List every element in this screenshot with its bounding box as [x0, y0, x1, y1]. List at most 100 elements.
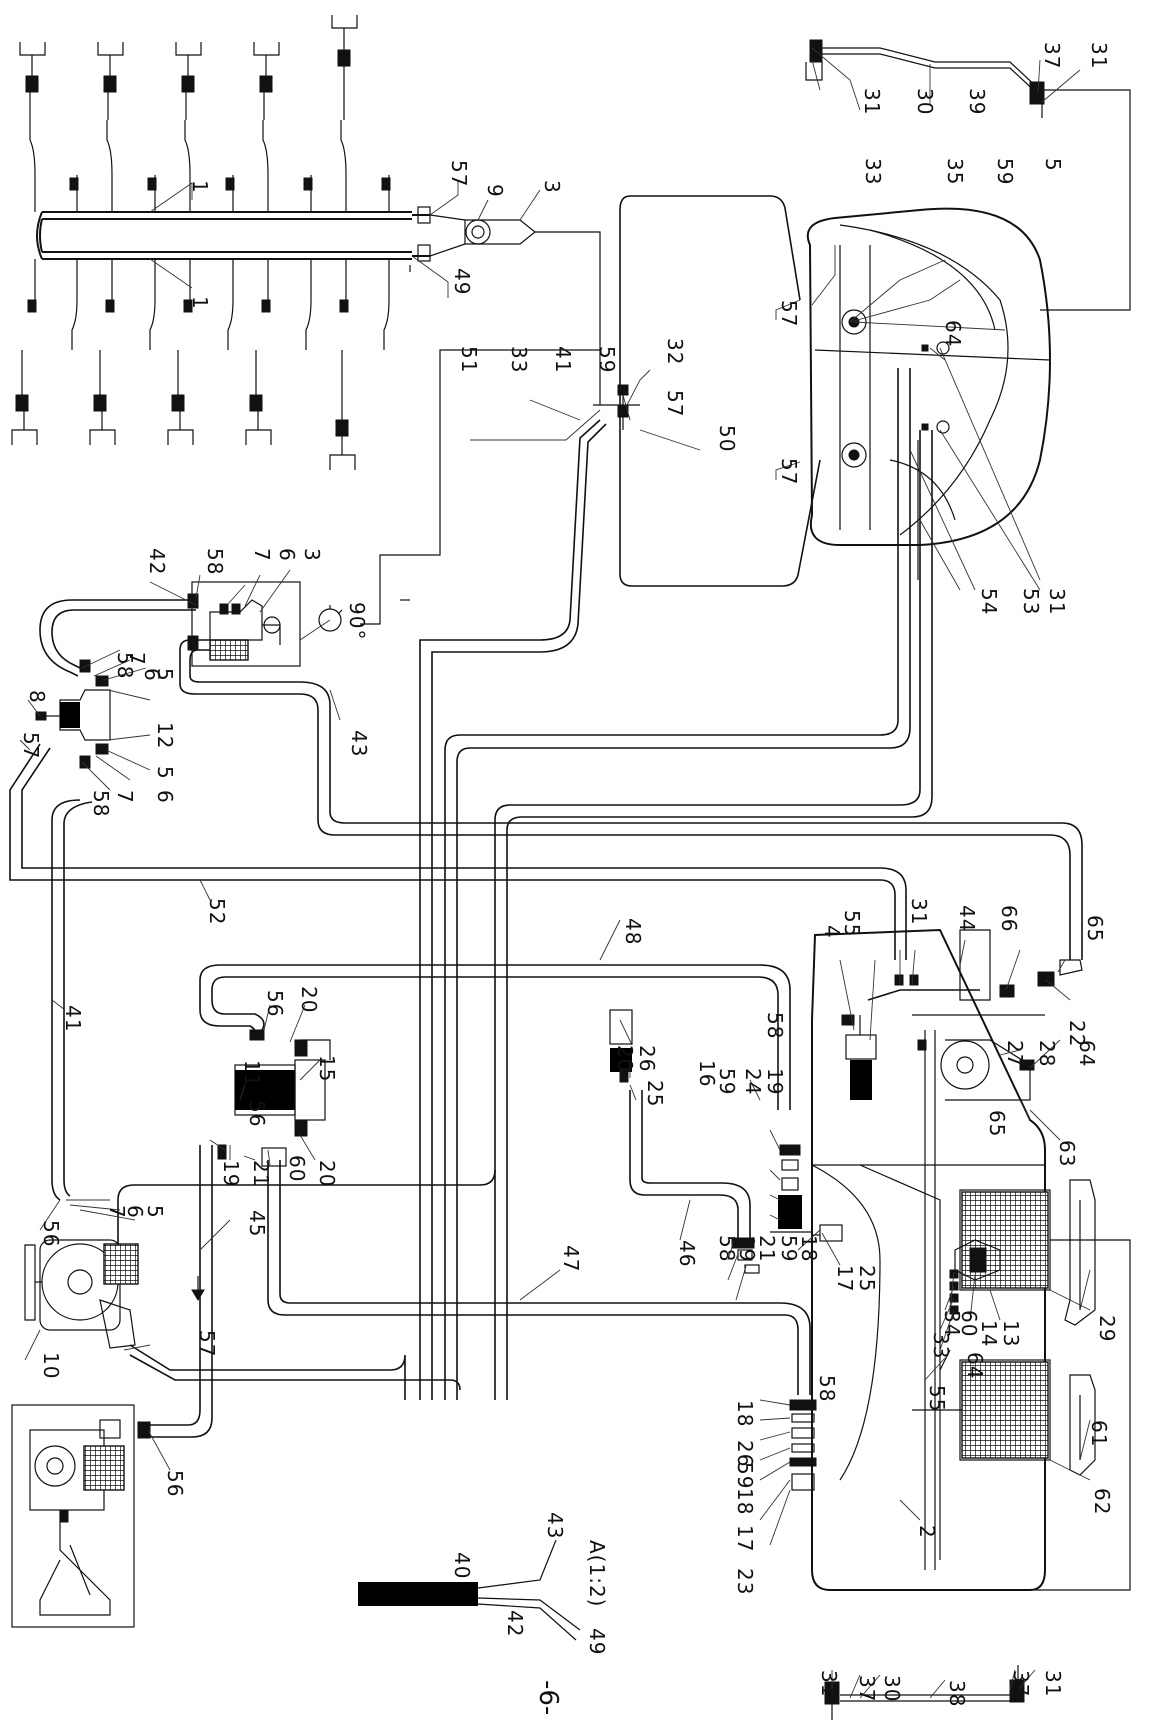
callout-61: 61 — [1087, 1420, 1111, 1447]
callout-60-b: 60 — [957, 1310, 981, 1337]
callout-18-b: 18 — [733, 1400, 757, 1427]
pump-10 — [24, 1169, 496, 1400]
leader-lines — [19, 47, 1091, 1699]
callout-33-low: 33 — [929, 1332, 953, 1359]
callout-56-box: 56 — [163, 1470, 187, 1497]
callout-1-upper: 1 — [188, 180, 212, 194]
suction-line-46 — [609, 1009, 843, 1491]
callout-5-tank: 5 — [1041, 158, 1065, 172]
callout-21-a: 21 — [249, 1160, 273, 1187]
callout-25-a: 25 — [643, 1080, 667, 1107]
callout-19-a: 19 — [219, 1160, 243, 1187]
callout-5-c: 5 — [153, 766, 177, 780]
callout-57-boom: 57 — [447, 160, 471, 187]
boom-assembly — [11, 15, 553, 470]
callout-20-b: 20 — [315, 1160, 339, 1187]
callout-37-bottom-left: 37 — [855, 1675, 879, 1702]
callout-24: 24 — [741, 1068, 765, 1095]
filter-15 — [199, 964, 811, 1395]
callout-59-tank: 59 — [993, 158, 1017, 185]
callout-6-a: 6 — [275, 548, 299, 562]
callout-26-a: 26 — [635, 1045, 659, 1072]
callout-53: 53 — [1019, 588, 1043, 615]
callout-17-a: 17 — [833, 1265, 857, 1292]
callout-30-top: 30 — [913, 88, 937, 115]
callout-7-c: 7 — [113, 790, 137, 804]
callout-27: 27 — [1003, 1040, 1027, 1067]
callout-23: 23 — [733, 1568, 757, 1595]
callout-58-b: 58 — [113, 652, 137, 679]
callout-43-detail: 43 — [543, 1512, 567, 1539]
callout-55-upper: 55 — [840, 910, 864, 937]
callout-38: 38 — [945, 1680, 969, 1707]
callout-20-c: 20 — [613, 1045, 637, 1072]
callout-6-d: 6 — [123, 1205, 147, 1219]
callout-10: 10 — [39, 1352, 63, 1379]
callouts: 1 1 57 9 3 49 33 35 59 5 57 64 57 54 53 … — [19, 42, 1119, 1715]
detail-a — [358, 1539, 581, 1641]
callout-12: 12 — [153, 722, 177, 749]
callout-31-tank: 31 — [1045, 588, 1069, 615]
callout-57-tank-lower: 57 — [777, 458, 801, 485]
callout-14: 14 — [977, 1320, 1001, 1347]
hose-45 — [137, 1145, 213, 1439]
callout-41-mid: 41 — [551, 346, 575, 373]
callout-39: 39 — [965, 88, 989, 115]
callout-17-b: 17 — [733, 1525, 757, 1552]
callout-6-c: 6 — [153, 790, 177, 804]
callout-9: 9 — [483, 184, 507, 198]
callout-6-b: 6 — [140, 668, 164, 682]
callout-31-small: 31 — [907, 898, 931, 925]
callout-2: 2 — [915, 1525, 939, 1539]
callout-56-top: 56 — [263, 990, 287, 1017]
callout-64-b: 64 — [1075, 1040, 1099, 1067]
callout-8: 8 — [25, 690, 49, 704]
callout-43: 43 — [347, 730, 371, 757]
callout-57-filter: 57 — [19, 732, 43, 759]
callout-19-c: 19 — [735, 1235, 759, 1262]
callout-7-d: 7 — [105, 1205, 129, 1219]
callout-54: 54 — [977, 588, 1001, 615]
callout-49-boom: 49 — [450, 268, 474, 295]
callout-59-mid: 59 — [595, 346, 619, 373]
callout-66: 66 — [997, 905, 1021, 932]
callout-58-f: 58 — [815, 1375, 839, 1402]
callout-44: 44 — [955, 905, 979, 932]
callout-56-filter: 56 — [245, 1100, 269, 1127]
main-tank — [619, 39, 1131, 587]
callout-31-bottom-left: 31 — [817, 1670, 841, 1697]
callout-55-lower: 55 — [925, 1385, 949, 1412]
page-number: -6- — [533, 1680, 563, 1715]
callout-7-b: 7 — [125, 652, 149, 666]
callout-60-a: 60 — [285, 1155, 309, 1182]
callout-37-bottom-right: 37 — [1009, 1670, 1033, 1697]
callout-64-c: 64 — [963, 1352, 987, 1379]
callout-59-d: 59 — [777, 1235, 801, 1262]
callout-32: 32 — [663, 338, 687, 365]
callout-58-c: 58 — [89, 790, 113, 817]
callout-48: 48 — [621, 918, 645, 945]
callout-21-b: 21 — [755, 1235, 779, 1262]
callout-56-pump: 56 — [39, 1220, 63, 1247]
callout-64-tank: 64 — [941, 320, 965, 347]
callout-31-bottom-right: 31 — [1041, 1670, 1065, 1697]
callout-45: 45 — [245, 1210, 269, 1237]
callout-65-b: 65 — [985, 1110, 1009, 1137]
callout-90-degrees: 90° — [345, 602, 369, 640]
callout-37-top: 37 — [1040, 42, 1064, 69]
callout-57-tank-upper: 57 — [777, 300, 801, 327]
callout-58-a: 58 — [203, 548, 227, 575]
distribution-hoses — [9, 581, 1083, 1201]
callout-15: 15 — [315, 1055, 339, 1082]
callout-26-b: 26 — [733, 1440, 757, 1467]
callout-62: 62 — [1090, 1488, 1114, 1515]
callout-30-bottom: 30 — [880, 1675, 904, 1702]
callout-33-tank: 33 — [861, 158, 885, 185]
callout-13: 13 — [999, 1320, 1023, 1347]
callout-1-lower: 1 — [188, 296, 212, 310]
callout-42: 42 — [145, 548, 169, 575]
mid-pipes — [360, 231, 933, 1400]
callout-29: 29 — [1095, 1315, 1119, 1342]
